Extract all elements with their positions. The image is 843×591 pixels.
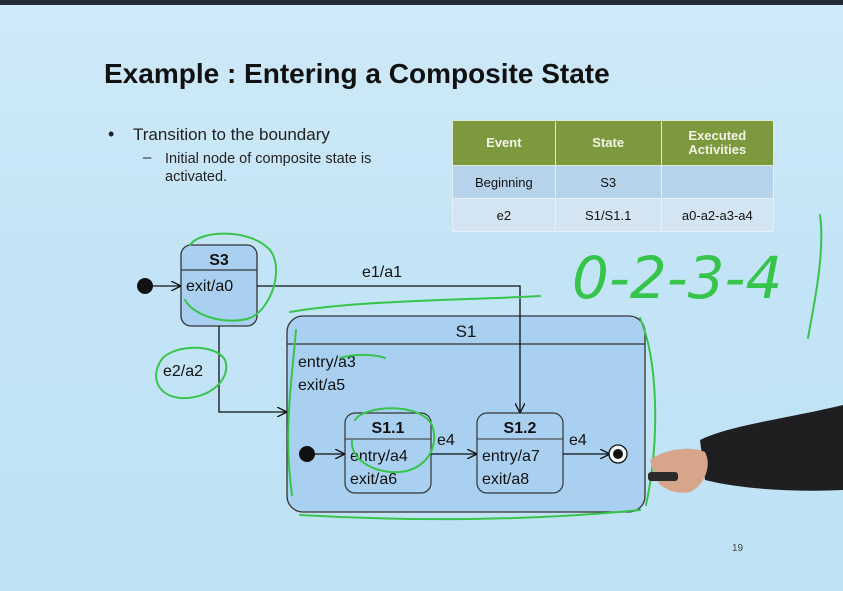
s1-2-entry: entry/a7 [482, 448, 540, 465]
scribble-right-edge [808, 215, 821, 338]
label-e4-second: e4 [569, 432, 587, 449]
s1-exit: exit/a5 [298, 377, 345, 394]
state-s3: S3 exit/a0 [181, 245, 257, 326]
s1-2-exit: exit/a8 [482, 471, 529, 488]
initial-node-top [137, 278, 153, 294]
boundary-scribble-top [290, 296, 540, 312]
arrow-e2 [219, 326, 286, 412]
s1-1-exit: exit/a6 [350, 471, 397, 488]
s3-exit: exit/a0 [186, 278, 233, 295]
presenter-hand [648, 405, 843, 493]
s1-name: S1 [456, 322, 477, 341]
s1-1-name: S1.1 [372, 420, 405, 437]
laser-pointer-icon [648, 472, 678, 481]
initial-node-inner [299, 446, 315, 462]
page-number: 19 [732, 543, 743, 554]
label-e4-first: e4 [437, 432, 455, 449]
state-s1-1: S1.1 entry/a4 exit/a6 [345, 413, 431, 493]
handwritten-sequence: 0-2-3-4 [572, 244, 782, 312]
s1-2-name: S1.2 [504, 420, 537, 437]
final-node [609, 445, 627, 463]
state-s1: S1 entry/a3 exit/a5 [287, 316, 645, 512]
label-e2: e2/a2 [163, 363, 203, 380]
s3-name: S3 [209, 252, 229, 269]
label-e1: e1/a1 [362, 264, 402, 281]
s1-1-entry: entry/a4 [350, 448, 408, 465]
state-s1-2: S1.2 entry/a7 exit/a8 [477, 413, 563, 493]
